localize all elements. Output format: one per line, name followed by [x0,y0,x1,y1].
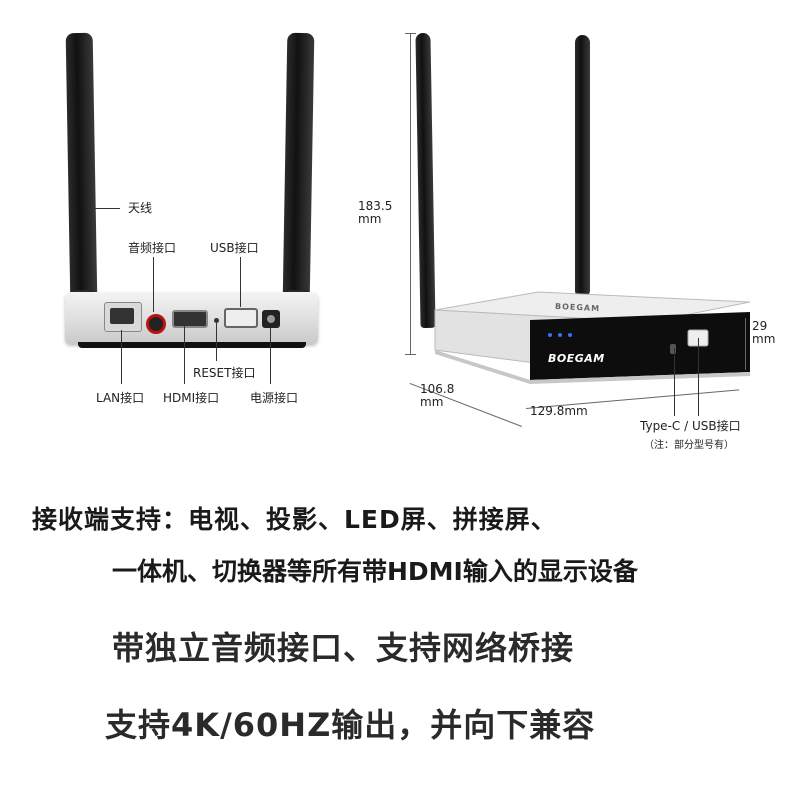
height-dimension-tick-top [405,33,416,34]
feature-line-1: 接收端支持：电视、投影、LED屏、拼接屏、 [32,505,557,534]
hdmi-port-label: HDMI接口 [163,391,220,405]
lan-port-inner [110,308,134,324]
type-c-callout-line [674,348,675,416]
feature-line-4: 支持4K/60HZ输出，并向下兼容 [105,706,596,744]
usb-port-label: USB接口 [210,241,259,255]
front-view-product: 183.5 mm BOEGAM BOEGAM 29 mm 106.8 mm 12… [358,0,800,470]
thickness-dimension-line [745,318,746,370]
usb-port [224,308,258,328]
model-note: （注：部分型号有） [644,440,734,451]
left-antenna [65,32,98,304]
power-port-pin [267,315,275,323]
usb-callout-line [240,257,241,307]
height-dimension-tick-bottom [405,354,416,355]
width-dimension-label: 129.8mm [530,404,588,418]
front-right-antenna [575,35,590,295]
power-callout-line [270,328,271,384]
lan-port-label: LAN接口 [96,391,145,405]
thickness-dimension-label: 29 mm [752,319,776,346]
device-front-face [530,312,750,380]
back-view-product: 天线 音频接口 USB接口 LAN接口 HDMI接口 RESET接口 电源接口 [0,0,400,470]
type-c-usb-label: Type-C / USB接口 [640,419,741,433]
led-indicator-3 [568,333,572,337]
audio-port [146,314,166,334]
height-dimension-label: 183.5 mm [358,199,393,226]
antenna-callout-line [92,208,120,209]
brand-logo: BOEGAM [548,352,605,365]
right-antenna [282,32,315,304]
height-dimension-line [410,33,411,355]
led-indicator-1 [548,333,552,337]
reset-hole [214,318,219,323]
led-indicator-2 [558,333,562,337]
lan-callout-line [121,330,122,384]
audio-callout-line [153,257,154,312]
hdmi-callout-line [184,324,185,384]
type-c-port [670,344,676,354]
hdmi-port [172,310,208,328]
device-back-bottom [78,342,306,348]
depth-dimension-label: 106.8 mm [420,382,455,409]
reset-callout-line [216,323,217,361]
device-body-illustration [434,291,750,384]
power-port-label: 电源接口 [250,391,299,405]
reset-label: RESET接口 [193,366,256,380]
antenna-label: 天线 [128,201,153,215]
device-silver-edge [435,350,750,384]
feature-line-2: 一体机、切换器等所有带HDMI输入的显示设备 [112,557,638,586]
usb-front-callout-line [698,338,699,416]
audio-port-label: 音频接口 [128,241,177,255]
feature-line-3: 带独立音频接口、支持网络桥接 [112,629,575,667]
